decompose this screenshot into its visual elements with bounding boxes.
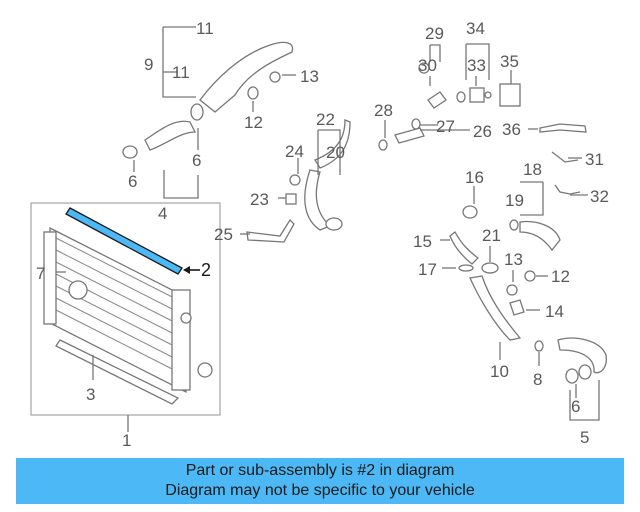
callout-6-b: 6 — [192, 151, 201, 170]
callout-8: 8 — [533, 370, 542, 389]
callout-25: 25 — [214, 225, 233, 244]
callout-12-b: 12 — [551, 267, 570, 286]
caption-line-2: Diagram may not be specific to your vehi… — [165, 482, 475, 499]
callout-14: 14 — [545, 302, 564, 321]
callout-31: 31 — [585, 150, 604, 169]
lower-right-parts — [440, 181, 607, 421]
caption-line-1: Part or sub-assembly is #2 in diagram — [185, 462, 455, 479]
callout-13-b: 13 — [504, 250, 523, 269]
callout-11-b: 11 — [172, 63, 190, 82]
callout-4: 4 — [158, 204, 167, 223]
callout-3: 3 — [86, 385, 95, 404]
callout-11-a: 11 — [196, 19, 214, 38]
callout-23: 23 — [250, 190, 269, 209]
callout-12-a: 12 — [244, 113, 263, 132]
callout-20: 20 — [326, 143, 345, 162]
caption-banner: Part or sub-assembly is #2 in diagram Di… — [16, 458, 624, 504]
callout-34: 34 — [466, 19, 485, 38]
callout-6-c: 6 — [571, 397, 580, 416]
callout-6-a: 6 — [128, 172, 137, 191]
callout-10: 10 — [490, 362, 509, 381]
part-2-seal[interactable] — [65, 207, 183, 275]
callout-35: 35 — [500, 52, 519, 71]
callout-29: 29 — [425, 24, 444, 43]
callout-9: 9 — [144, 55, 153, 74]
callout-1: 1 — [122, 431, 131, 450]
callout-7: 7 — [36, 264, 45, 283]
intercooler-assembly — [30, 202, 221, 416]
callout-21: 21 — [482, 226, 501, 245]
callout-22: 22 — [316, 110, 335, 129]
callout-15: 15 — [413, 232, 432, 251]
callout-33: 33 — [467, 56, 486, 75]
callout-19: 19 — [505, 191, 524, 210]
callout-18: 18 — [523, 160, 542, 179]
callout-2: 2 — [201, 260, 211, 280]
callout-17: 17 — [418, 260, 437, 279]
callout-24: 24 — [285, 142, 304, 161]
upper-right-parts — [378, 43, 588, 196]
callout-27: 27 — [436, 117, 455, 136]
parts-diagram: 1 2 3 4 5 6 6 6 7 8 9 10 11 11 12 12 13 … — [30, 19, 609, 450]
upper-left-hoses — [122, 26, 296, 199]
callout-36: 36 — [502, 120, 521, 139]
callout-5: 5 — [580, 428, 589, 447]
callout-13-a: 13 — [300, 67, 319, 86]
callout-26: 26 — [473, 122, 492, 141]
callout-30: 30 — [418, 56, 437, 75]
callout-16: 16 — [465, 168, 484, 187]
center-pipes — [240, 119, 351, 243]
callout-28: 28 — [374, 101, 393, 120]
callout-32: 32 — [590, 187, 609, 206]
